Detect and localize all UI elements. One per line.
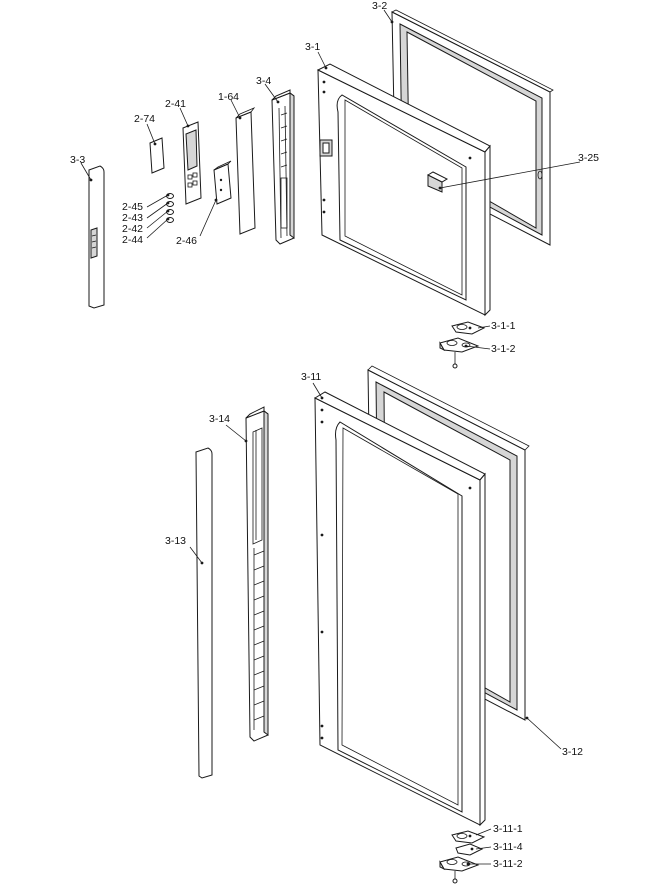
label-2-44: 2-44 — [122, 234, 144, 246]
upper-door-gasket — [391, 9, 554, 246]
label-2-74: 2-74 — [134, 113, 156, 125]
upper-door-badge — [426, 171, 449, 193]
lower-hinge-parts — [439, 830, 486, 884]
label-3-11-1: 3-11-1 — [493, 823, 523, 835]
display-cover-panel — [235, 107, 256, 235]
label-3-11: 3-11 — [301, 371, 322, 383]
leader-lines — [80, 9, 581, 866]
label-3-11-4: 3-11-4 — [493, 841, 523, 853]
label-2-41: 2-41 — [165, 98, 187, 110]
upper-handle-channel — [271, 89, 295, 245]
label-2-42: 2-42 — [122, 223, 144, 235]
lower-handle-channel — [245, 406, 269, 742]
label-2-45: 2-45 — [122, 201, 144, 213]
label-3-12: 3-12 — [562, 746, 584, 758]
display-module — [182, 121, 202, 205]
label-3-1-2: 3-1-2 — [491, 343, 516, 355]
label-3-25: 3-25 — [578, 152, 600, 164]
label-3-1-1: 3-1-1 — [491, 320, 516, 332]
label-3-4: 3-4 — [256, 75, 272, 87]
display-bracket — [213, 160, 232, 205]
upper-hinge-parts — [439, 321, 486, 369]
label-2-46: 2-46 — [176, 235, 198, 247]
label-3-14: 3-14 — [209, 413, 231, 425]
small-plate — [149, 137, 165, 174]
label-3-3: 3-3 — [70, 154, 86, 166]
upper-trim-strip — [88, 165, 105, 309]
label-2-43: 2-43 — [122, 212, 144, 224]
lower-trim-strip — [195, 447, 213, 779]
label-3-1: 3-1 — [305, 41, 321, 53]
label-3-11-2: 3-11-2 — [493, 858, 523, 870]
label-3-13: 3-13 — [165, 535, 187, 547]
label-1-64: 1-64 — [218, 91, 240, 103]
label-3-2: 3-2 — [372, 0, 388, 12]
lower-door-panel — [313, 391, 486, 827]
upper-door-panel — [316, 63, 491, 317]
